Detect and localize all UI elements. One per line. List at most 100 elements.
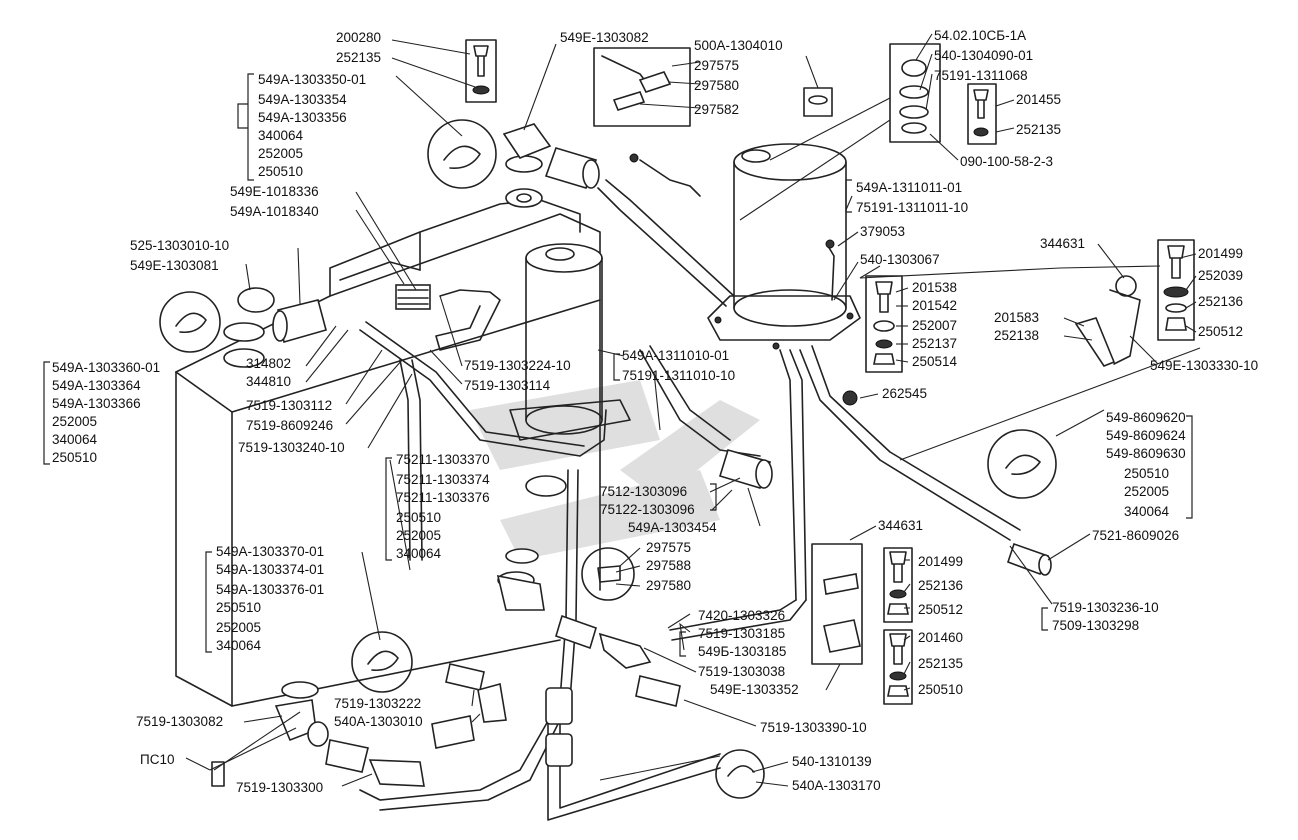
flanges [223,123,567,747]
label-340064: 340064 [216,638,262,653]
hose-sleeve-top [544,147,600,189]
label-525-1303010: 525-1303010-10 [130,238,229,253]
label-549A-1303360: 549А-1303360-01 [52,360,160,375]
label-252005: 252005 [216,620,261,635]
label-252136: 252136 [918,578,963,593]
leader-lines [185,33,1201,787]
label-252005: 252005 [52,414,97,429]
label-549A-1303454: 549А-1303454 [628,520,717,535]
label-250510: 250510 [216,600,261,615]
label-7519-1303224: 7519-1303224-10 [464,358,571,373]
label-75122-1303096: 75122-1303096 [600,502,695,517]
label-549A-1303376: 549А-1303376-01 [216,582,324,597]
label-201542: 201542 [912,298,957,313]
label-549A-1303354: 549А-1303354 [258,92,347,107]
label-252135: 252135 [918,656,963,671]
label-7519-1303185: 7519-1303185 [698,626,785,641]
clamp-callouts [159,119,1057,799]
label-7509-1303298: 7509-1303298 [1052,618,1139,633]
label-7521-8609026: 7521-8609026 [1092,528,1179,543]
label-549A-1311010: 549А-1311010-01 [622,348,729,363]
label-250514: 250514 [912,354,958,369]
label-344810: 344810 [246,374,291,389]
label-340064: 340064 [258,128,304,143]
label-090-100-58: 090-100-58-2-3 [960,154,1053,169]
label-549E-1303330: 549Е-1303330-10 [1150,358,1258,373]
label-252137: 252137 [912,336,957,351]
label-75191-1311068: 75191-1311068 [934,68,1028,83]
label-252135: 252135 [1016,122,1061,137]
label-549E-1303352: 549Е-1303352 [710,682,799,697]
label-549A-1303374: 549А-1303374-01 [216,562,324,577]
label-549-8609624: 549-8609624 [1106,428,1186,443]
fastener-boxes [211,39,1195,787]
label-297588: 297588 [646,558,691,573]
label-540A-1303170: 540А-1303170 [792,778,881,793]
hose-sleeve-vertical [545,687,573,767]
label-540-1303067: 540-1303067 [860,252,940,267]
label-201583: 201583 [994,310,1039,325]
label-549A-1303350: 549А-1303350-01 [258,72,366,87]
label-252039: 252039 [1198,268,1243,283]
heater-boiler [707,143,861,350]
label-314802: 314802 [246,356,291,371]
label-297575: 297575 [646,540,691,555]
label-379053: 379053 [860,224,905,239]
label-297575: 297575 [694,58,739,73]
label-7519-1303222: 7519-1303222 [334,696,421,711]
hose-elbow-bottom [598,632,652,669]
label-75191-1311011: 75191-1311011-10 [856,200,968,215]
part-labels: 200280 252135 549Е-1303082 500А-1304010 … [52,28,1258,795]
label-549A-1303364: 549А-1303364 [52,378,141,393]
label-201538: 201538 [912,280,957,295]
label-549A-1303370: 549А-1303370-01 [216,544,324,559]
label-500A-1304010: 500А-1304010 [694,38,783,53]
label-297580: 297580 [646,578,691,593]
hose-sleeve-bottom-a [555,614,597,650]
label-250510: 250510 [918,682,963,697]
label-252005: 252005 [1124,484,1169,499]
hose-sleeve-bottom-b [635,675,681,707]
hose-sleeve-left [272,299,327,344]
label-7519-1303240: 7519-1303240-10 [238,440,345,455]
label-7519-1303236: 7519-1303236-10 [1052,600,1159,615]
label-PS10: ПС10 [140,752,174,767]
label-252135: 252135 [336,50,381,65]
label-250510: 250510 [258,164,303,179]
hose-sleeve-bottom-d [431,663,507,749]
label-297580: 297580 [694,78,739,93]
hose-sleeve-mid [718,449,773,489]
expansion-tank-small [509,243,631,441]
label-200280: 200280 [336,30,381,45]
label-262545: 262545 [882,386,927,401]
label-344631: 344631 [878,518,923,533]
label-250510: 250510 [1124,466,1169,481]
label-201455: 201455 [1016,92,1061,107]
label-250512: 250512 [918,602,963,617]
label-340064: 340064 [1124,504,1170,519]
label-252005: 252005 [396,528,441,543]
label-75211-1303376: 75211-1303376 [396,490,490,505]
label-252136: 252136 [1198,294,1243,309]
label-549-8609630: 549-8609630 [1106,446,1186,461]
label-549E-1303081: 549Е-1303081 [130,258,219,273]
label-7519-1303390: 7519-1303390-10 [760,720,867,735]
label-540-1304090: 540-1304090-01 [934,48,1033,63]
label-549A-1303356: 549А-1303356 [258,110,347,125]
label-549E-1018336: 549Е-1018336 [230,184,319,199]
label-252138: 252138 [994,328,1039,343]
label-549A-1018340: 549А-1018340 [230,204,319,219]
label-201460: 201460 [918,630,963,645]
label-75211-1303370: 75211-1303370 [396,452,490,467]
hose-sleeve-right [1006,542,1052,576]
group-brackets [43,73,1193,657]
label-340064: 340064 [396,546,442,561]
hose-sleeve-bottom-c [325,739,425,787]
label-201499: 201499 [918,554,963,569]
label-252005: 252005 [258,146,303,161]
label-549A-1303366: 549А-1303366 [52,396,141,411]
label-7519-1303038: 7519-1303038 [698,664,785,679]
label-201499: 201499 [1198,246,1243,261]
watermark-logo [470,380,760,560]
label-7420-1303326: 7420-1303326 [698,608,785,623]
